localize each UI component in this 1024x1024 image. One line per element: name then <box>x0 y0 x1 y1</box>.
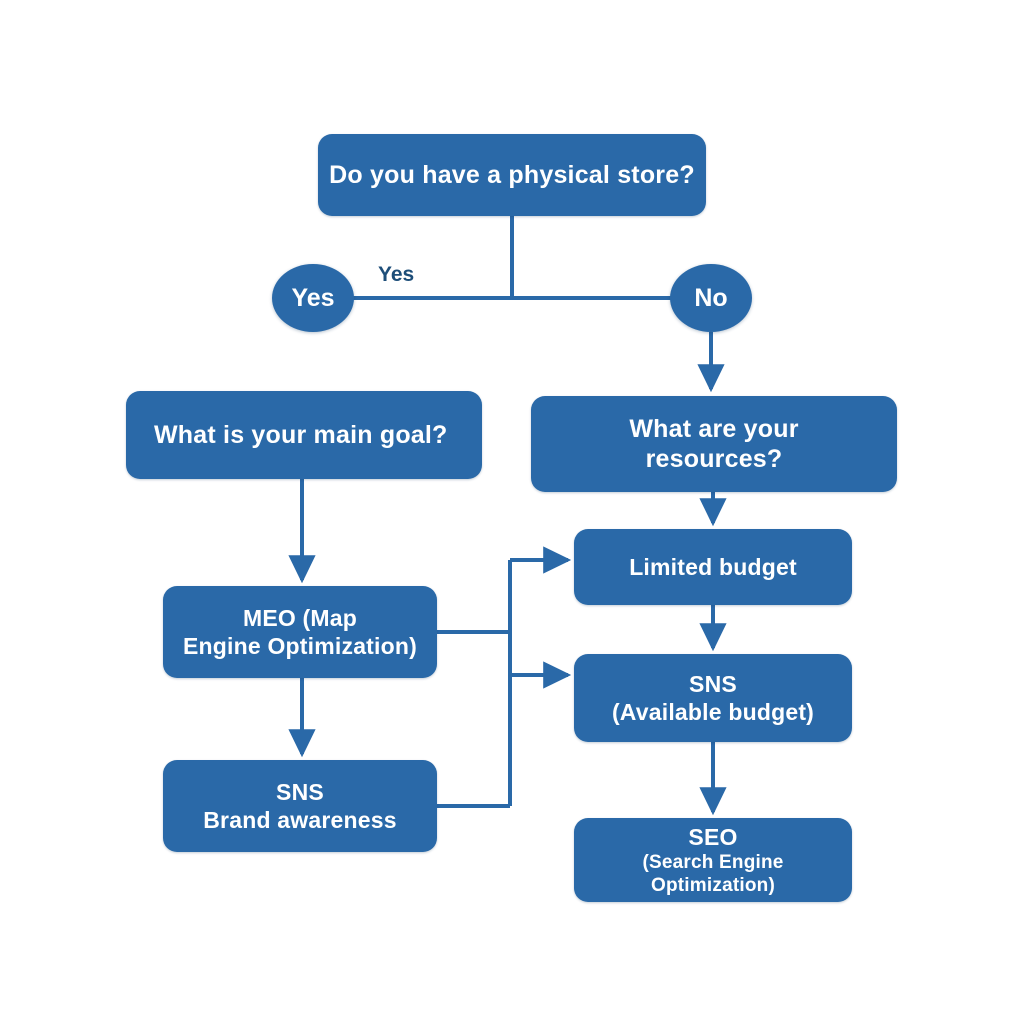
node-sns-available-budget[interactable]: SNS (Available budget) <box>574 654 852 742</box>
node-label-line-1: What are your <box>629 414 799 443</box>
node-sns-brand-awareness[interactable]: SNS Brand awareness <box>163 760 437 852</box>
node-label: Do you have a physical store? <box>329 160 695 189</box>
node-question-physical-store[interactable]: Do you have a physical store? <box>318 134 706 216</box>
edge-label-yes: Yes <box>378 263 415 286</box>
node-label-line-2: (Available budget) <box>611 699 815 725</box>
node-decision-no[interactable]: No <box>670 264 752 332</box>
node-meo[interactable]: MEO (Map Engine Optimization) <box>163 586 437 678</box>
node-label-line-1: SNS <box>689 670 737 697</box>
node-label-line-1: SEO <box>688 823 738 850</box>
node-label-line-2: resources? <box>645 445 783 473</box>
node-decision-yes[interactable]: Yes <box>272 264 354 332</box>
node-label: Limited budget <box>629 553 797 580</box>
node-question-main-goal[interactable]: What is your main goal? <box>126 391 482 479</box>
node-label: What is your main goal? <box>154 420 448 449</box>
node-label-line-2: Brand awareness <box>203 807 397 833</box>
node-label-line-2: (Search Engine Optimization) <box>642 851 784 897</box>
node-seo[interactable]: SEO (Search Engine Optimization) <box>574 818 852 902</box>
node-label-line-1: SNS <box>276 778 324 805</box>
node-limited-budget[interactable]: Limited budget <box>574 529 852 605</box>
node-label: No <box>694 283 728 312</box>
node-label: Yes <box>291 283 335 312</box>
node-label-line-2: Engine Optimization) <box>183 633 417 659</box>
node-question-resources[interactable]: What are your resources? <box>531 396 897 492</box>
node-label-line-1: MEO (Map <box>242 604 358 631</box>
